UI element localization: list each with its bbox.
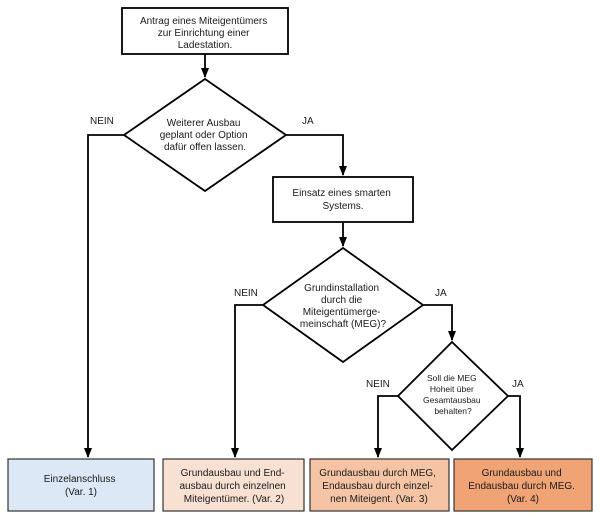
decision1-line-3: dafür offen lassen. [164,142,246,153]
svg-text:Grundausbau und Endausba: Grundausbau und Endausbau durch MEG. (Va… [468,468,578,505]
outcome-var2: Grundausbau und End- ausbau durch einzel… [162,458,305,512]
arrow-decision3-no [374,395,398,458]
arrow-decision1-no [84,134,124,458]
arrow-decision2-yes [423,304,456,341]
smart-system-node: Einsatz eines smarten Systems. [272,176,414,223]
decision2-line-4: meinschaft (MEG)? [300,319,387,330]
decision2-node: Grundinstallation durch die Miteigentüme… [261,246,425,364]
start-node: Antrag eines Miteigentümers zur Einricht… [121,7,289,55]
decision2-line-3: Miteigentümerge- [303,307,381,318]
svg-text:Antrag eines Miteigentümers: Antrag eines Miteigentümers zur Einricht… [140,16,270,51]
outcome-var3: Grundausbau durch MEG, Endausbau durch e… [309,458,450,512]
decision3-no-label: NEIN [366,379,390,390]
decision2-no-label: NEIN [234,288,258,299]
start-line-1: Antrag eines Miteigentümers [140,16,267,27]
decision3-line-4: behalten? [434,406,472,416]
decision2-line-2: durch die [321,295,363,306]
decision3-line-2: Hoheit über [430,384,474,394]
smart-line-1: Einsatz eines smarten [292,188,390,199]
var2-line-2: ausbau durch einzelnen [180,481,286,492]
decision2-yes-label: JA [435,288,447,299]
svg-text:Grundinstallation durch: Grundinstallation durch die Miteigentüme… [300,283,387,330]
decision1-no-label: NEIN [90,116,114,127]
var3-line-3: nen Miteigent. (Var. 3) [330,494,428,505]
decision3-line-3: Gesamtausbau [423,395,481,405]
svg-text:Grundausbau durch MEG, E: Grundausbau durch MEG, Endausbau durch e… [319,468,439,505]
var1-line-1: Einzelanschluss [44,474,116,485]
var2-line-1: Grundausbau und End- [181,468,285,479]
var4-line-2: Endausbau durch MEG. [468,481,575,492]
decision1-yes-label: JA [302,116,314,127]
decision3-yes-label: JA [512,379,524,390]
svg-text:Soll die MEG Hoheit über: Soll die MEG Hoheit über Gesamtausbau be… [423,373,483,416]
svg-text:Einzelanschluss (Var. 1): Einzelanschluss (Var. 1) [44,474,119,498]
svg-text:Weiterer Ausbau geplant: Weiterer Ausbau geplant oder Option dafü… [160,118,251,153]
start-line-2: zur Einrichtung einer [158,28,250,39]
var2-line-3: Miteigentümer. (Var. 2) [184,494,284,505]
outcome-var4: Grundausbau und Endausbau durch MEG. (Va… [453,458,593,512]
decision3-node: Soll die MEG Hoheit über Gesamtausbau be… [396,340,510,452]
arrow-decision2-no [231,304,263,458]
decision1-node: Weiterer Ausbau geplant oder Option dafü… [122,77,288,193]
var4-line-3: (Var. 4) [507,494,539,505]
arrow-decision3-yes [508,395,524,458]
var3-line-1: Grundausbau durch MEG, [319,468,436,479]
var3-line-2: Endausbau durch einzel- [322,481,433,492]
arrow-decision1-yes [286,134,347,176]
decision3-line-1: Soll die MEG [427,373,477,383]
decision1-line-1: Weiterer Ausbau [167,118,241,129]
connectors [84,54,524,458]
var4-line-1: Grundausbau und [482,468,562,479]
svg-text:Einsatz eines smarten Sy: Einsatz eines smarten Systems. [292,188,393,212]
start-line-3: Ladestation. [178,40,233,51]
decision2-line-1: Grundinstallation [304,283,379,294]
outcome-var1: Einzelanschluss (Var. 1) [7,458,155,512]
smart-line-2: Systems. [322,201,363,212]
decision1-line-2: geplant oder Option [160,130,248,141]
svg-text:Grundausbau und End- aus: Grundausbau und End- ausbau durch einzel… [180,468,289,505]
var1-line-2: (Var. 1) [65,487,97,498]
